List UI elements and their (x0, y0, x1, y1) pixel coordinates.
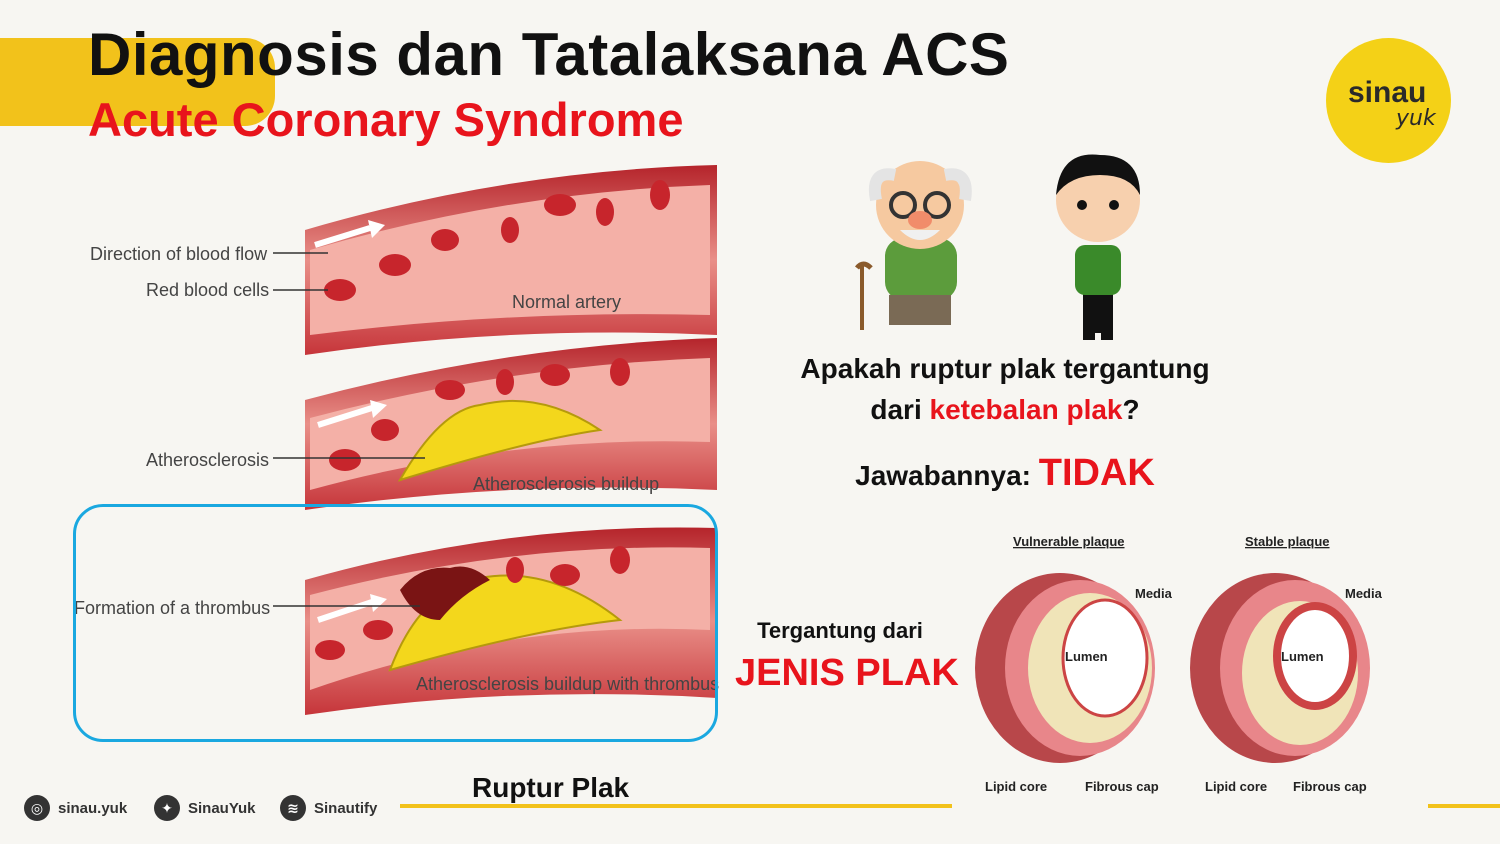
label-atherosclerosis: Atherosclerosis (146, 450, 269, 470)
answer-value: TIDAK (1038, 452, 1155, 494)
twitter-handle: SinauYuk (188, 799, 256, 817)
footer-instagram[interactable]: ◎ sinau.yuk (24, 794, 127, 822)
label-formation-of-thrombus: Formation of a thrombus (74, 598, 270, 618)
label-normal-artery: Normal artery (512, 292, 621, 312)
footer-accent-line (400, 804, 952, 808)
slide-title: Diagnosis dan Tatalaksana ACS (88, 21, 1010, 88)
characters-illustration (855, 154, 1140, 340)
label-stable-plaque: Stable plaque (1245, 534, 1330, 549)
label-media-stable: Media (1345, 586, 1383, 601)
spotify-icon: ≋ (280, 795, 306, 821)
label-fibrous-cap-vulnerable: Fibrous cap (1085, 779, 1159, 794)
label-media-vulnerable: Media (1135, 586, 1173, 601)
young-man-icon (1056, 154, 1140, 340)
footer-twitter[interactable]: ✦ SinauYuk (154, 794, 256, 822)
answer-prefix: Jawabannya: (855, 460, 1039, 491)
label-lumen-vulnerable: Lumen (1065, 649, 1108, 664)
footer-accent-line-right (1428, 804, 1500, 808)
twitter-icon: ✦ (154, 795, 180, 821)
logo-text-sub: yuk (1396, 106, 1436, 131)
sinau-yuk-logo: sinau yuk (1326, 38, 1451, 163)
label-buildup-with-thrombus: Atherosclerosis buildup with thrombus (416, 674, 719, 694)
question-highlight: ketebalan plak (929, 394, 1123, 425)
slide-subtitle: Acute Coronary Syndrome (88, 93, 684, 146)
normal-artery-illustration (273, 165, 717, 355)
header-accent-tab (0, 38, 275, 126)
atherosclerosis-artery-illustration (273, 338, 717, 510)
instagram-icon: ◎ (24, 795, 50, 821)
question-prefix: dari (870, 394, 930, 425)
dependency-value: JENIS PLAK (735, 652, 959, 694)
stable-plaque-illustration (1190, 573, 1370, 763)
label-lipid-core-vulnerable: Lipid core (985, 779, 1047, 794)
elderly-man-icon (855, 161, 972, 330)
label-red-blood-cells: Red blood cells (146, 280, 269, 300)
vulnerable-plaque-illustration (975, 573, 1155, 763)
thrombus-artery-illustration (273, 527, 717, 715)
label-lumen-stable: Lumen (1281, 649, 1324, 664)
label-atherosclerosis-buildup: Atherosclerosis buildup (473, 474, 659, 494)
spotify-handle: Sinautify (314, 799, 378, 817)
logo-text-main: sinau (1348, 76, 1427, 109)
footer-spotify[interactable]: ≋ Sinautify (280, 794, 377, 822)
plaque-comparison-diagram: Vulnerable plaque Stable plaque Media Me… (975, 534, 1383, 794)
question-suffix: ? (1122, 394, 1140, 425)
label-lipid-core-stable: Lipid core (1205, 779, 1267, 794)
label-direction-of-blood-flow: Direction of blood flow (90, 244, 268, 264)
dependency-label: Tergantung dari (757, 618, 923, 643)
question-line-2: dari ketebalan plak? (760, 389, 1250, 430)
question-line-1: Apakah ruptur plak tergantung (800, 353, 1210, 384)
instagram-handle: sinau.yuk (58, 799, 128, 817)
thrombus-highlight-box (73, 504, 718, 742)
label-vulnerable-plaque: Vulnerable plaque (1013, 534, 1125, 549)
question-text: Apakah ruptur plak tergantung dari keteb… (760, 348, 1250, 430)
artery-diagram: Direction of blood flow Red blood cells … (74, 165, 719, 715)
caption-ruptur-plak: Ruptur Plak (472, 772, 630, 803)
label-fibrous-cap-stable: Fibrous cap (1293, 779, 1367, 794)
answer-text: Jawabannya: TIDAK (760, 452, 1250, 495)
